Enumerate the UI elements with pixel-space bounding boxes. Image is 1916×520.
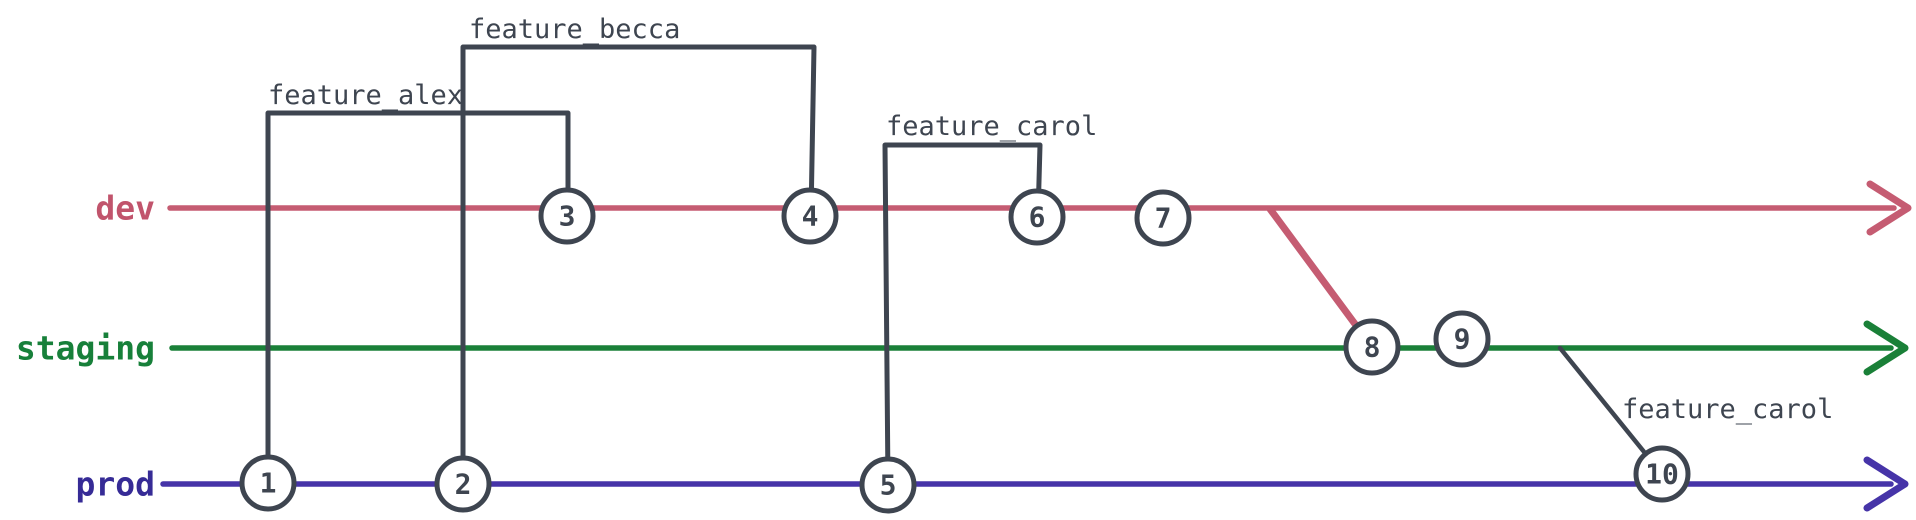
feature-bracket-feature_becca	[460, 44, 817, 487]
commit-node-4	[781, 187, 839, 245]
arrowhead-icon-prod	[1863, 456, 1909, 512]
commit-number-3: 3	[559, 200, 576, 233]
commit-node-8	[1343, 318, 1401, 376]
commit-number-2: 2	[455, 468, 472, 501]
commit-node-9	[1433, 310, 1491, 368]
feature-bracket-feature_alex	[265, 110, 571, 486]
feature-label-feature_carol: feature_carol	[886, 111, 1097, 142]
commit-node-3	[538, 187, 596, 245]
commit-number-6: 6	[1029, 201, 1046, 234]
arrowhead-icon-dev	[1866, 180, 1912, 236]
merge-dev-into-staging-line	[1266, 205, 1376, 351]
commit-number-4: 4	[802, 200, 819, 233]
commit-number-8: 8	[1364, 331, 1381, 364]
commit-node-6	[1008, 188, 1066, 246]
branch-label-dev: dev	[95, 189, 155, 228]
commit-node-1	[239, 454, 297, 512]
feature-label-feature_alex: feature_alex	[268, 80, 463, 111]
commit-number-5: 5	[880, 469, 897, 502]
commit-number-10: 10	[1645, 458, 1679, 491]
commit-node-2	[434, 455, 492, 513]
commit-node-7	[1134, 189, 1192, 247]
commit-number-7: 7	[1155, 202, 1172, 235]
branch-label-staging: staging	[16, 329, 155, 368]
feature-bracket-feature_carol	[882, 142, 1043, 488]
feature-label-feature_becca: feature_becca	[469, 14, 680, 45]
branch-label-prod: prod	[76, 465, 155, 504]
commit-number-9: 9	[1454, 323, 1471, 356]
arrowhead-icon-staging	[1863, 320, 1909, 376]
branch-staging-to-prod-label: feature_carol	[1622, 394, 1833, 425]
commit-node-5	[859, 456, 917, 514]
commit-number-1: 1	[260, 467, 277, 500]
commit-node-10	[1633, 445, 1691, 503]
